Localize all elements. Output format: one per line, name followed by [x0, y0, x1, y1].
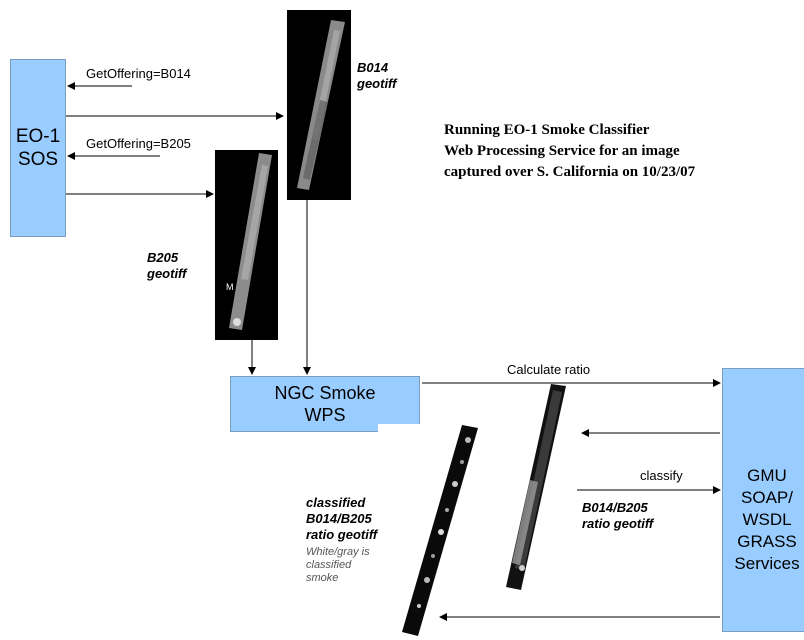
classified-label-line-1: classified — [306, 495, 366, 510]
sos-line-2: SOS — [17, 149, 59, 170]
b014-geotiff-label: B014 geotiff — [357, 60, 396, 92]
note-line-3: smoke — [306, 572, 339, 584]
grass-line-5: Services — [734, 554, 800, 573]
note-line-2: classified — [306, 559, 352, 571]
classified-geotiff-label: classified B014/B205 ratio geotiff — [306, 495, 377, 543]
grass-line-4: GRASS — [737, 532, 797, 551]
b014-geotiff-image — [287, 10, 351, 200]
b205-label-line-2: geotiff — [147, 266, 187, 281]
classified-geotiff-image — [402, 425, 478, 636]
grass-line-3: WSDL — [742, 510, 792, 529]
edge-label-getoffering-b205: GetOffering=B205 — [86, 136, 191, 151]
b205-geotiff-image: M — [215, 150, 278, 340]
sos-line-1: EO-1 — [15, 126, 61, 147]
ratio-geotiff-label: B014/B205 ratio geotiff — [582, 500, 653, 532]
title-line-1: Running EO-1 Smoke Classifier — [444, 122, 650, 138]
eo1-sos-node: EO-1 SOS — [10, 59, 66, 237]
svg-text:M: M — [226, 282, 234, 292]
wps-line-2: WPS — [304, 405, 346, 425]
grass-line-1: GMU — [747, 466, 787, 485]
b205-geotiff-label: B205 geotiff — [147, 250, 186, 282]
classified-label-line-2: B014/B205 — [306, 511, 372, 526]
ngc-smoke-wps-node: NGC Smoke WPS — [230, 376, 420, 432]
classified-smoke-note: White/gray is classified smoke — [306, 546, 370, 585]
white-patch — [378, 424, 438, 436]
diagram-title: Running EO-1 Smoke Classifier Web Proces… — [444, 120, 695, 183]
note-line-1: White/gray is — [306, 546, 370, 558]
ratio-label-line-1: B014/B205 — [582, 500, 648, 515]
title-line-3: captured over S. California on 10/23/07 — [444, 164, 696, 180]
b205-label-line-1: B205 — [147, 250, 179, 265]
classified-label-line-3: ratio geotiff — [306, 527, 378, 542]
edge-label-getoffering-b014: GetOffering=B014 — [86, 66, 191, 81]
gmu-grass-services-node: GMU SOAP/ WSDL GRASS Services — [722, 368, 804, 632]
title-line-2: Web Processing Service for an image — [444, 143, 680, 159]
b014-label-line-1: B014 — [357, 60, 389, 75]
edge-label-calculate-ratio: Calculate ratio — [505, 362, 593, 377]
edge-label-classify: classify — [640, 468, 683, 483]
wps-line-1: NGC Smoke — [274, 383, 376, 403]
ratio-geotiff-image — [506, 384, 566, 590]
ratio-label-line-2: ratio geotiff — [582, 516, 654, 531]
grass-line-2: SOAP/ — [741, 488, 793, 507]
b014-label-line-2: geotiff — [357, 76, 397, 91]
arrows — [66, 82, 721, 621]
